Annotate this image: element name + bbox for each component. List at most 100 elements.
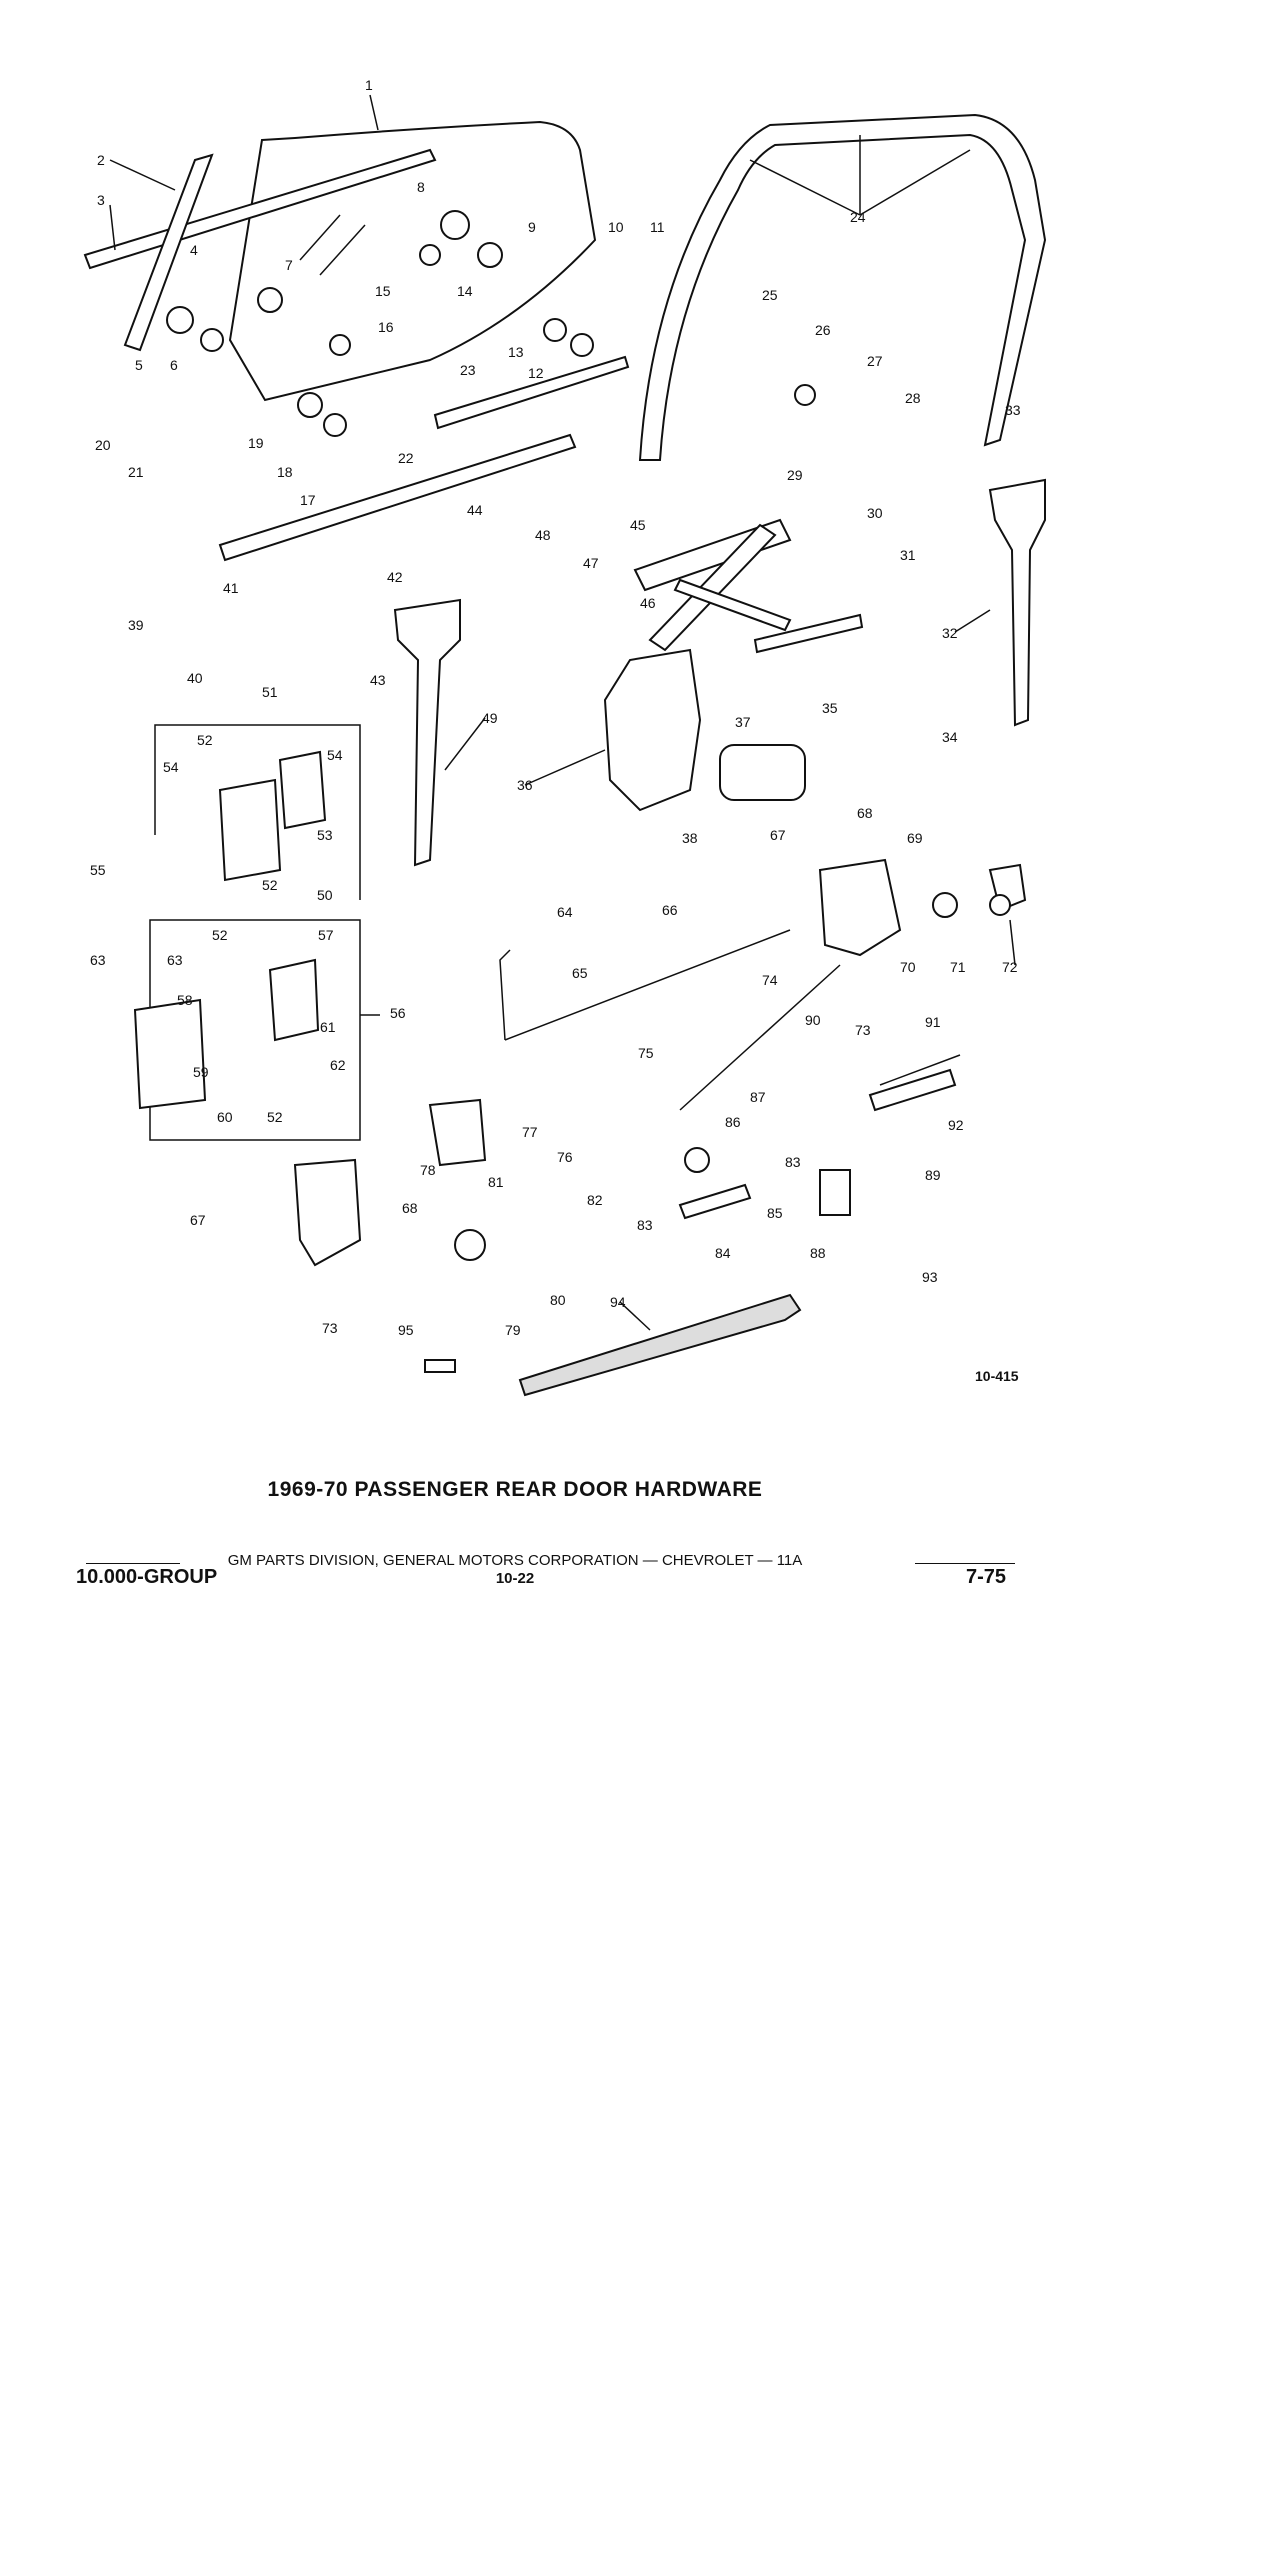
callout-6: 6 bbox=[170, 357, 178, 373]
callout-15: 15 bbox=[375, 283, 391, 299]
washer bbox=[200, 328, 224, 352]
callout-21: 21 bbox=[128, 464, 144, 480]
footer-publisher: GM PARTS DIVISION, GENERAL MOTORS CORPOR… bbox=[227, 1552, 803, 1569]
callout-38: 38 bbox=[682, 830, 698, 846]
lower-sash bbox=[218, 433, 577, 562]
callout-26: 26 bbox=[815, 322, 831, 338]
guide-channel bbox=[753, 613, 864, 654]
door-lock-upper bbox=[818, 858, 902, 957]
callout-43: 43 bbox=[370, 672, 386, 688]
door-frame bbox=[638, 113, 1047, 461]
regulator-arm-2 bbox=[648, 523, 777, 652]
upper-hinge-strap bbox=[278, 750, 327, 830]
spring bbox=[879, 1054, 961, 1086]
callout-95: 95 bbox=[398, 1322, 414, 1338]
callout-30: 30 bbox=[867, 505, 883, 521]
window-regulator bbox=[603, 648, 702, 812]
callout-34: 34 bbox=[942, 729, 958, 745]
callout-57: 57 bbox=[318, 927, 334, 943]
callout-17: 17 bbox=[300, 492, 316, 508]
callout-19: 19 bbox=[248, 435, 264, 451]
callout-10: 10 bbox=[608, 219, 624, 235]
callout-75: 75 bbox=[638, 1045, 654, 1061]
clip bbox=[424, 1359, 456, 1373]
callout-54: 54 bbox=[163, 759, 179, 775]
roller bbox=[323, 413, 347, 437]
callout-31: 31 bbox=[900, 547, 916, 563]
callout-66: 66 bbox=[662, 902, 678, 918]
callout-72: 72 bbox=[1002, 959, 1018, 975]
callout-69: 69 bbox=[907, 830, 923, 846]
footer-rule-right bbox=[915, 1563, 1015, 1564]
inside-lock-rod bbox=[679, 964, 841, 1111]
callout-1: 1 bbox=[365, 77, 373, 93]
callout-87: 87 bbox=[750, 1089, 766, 1105]
figure-number: 10-415 bbox=[975, 1368, 1019, 1384]
callout-7: 7 bbox=[285, 257, 293, 273]
callout-56: 56 bbox=[390, 1005, 406, 1021]
callout-89: 89 bbox=[925, 1167, 941, 1183]
washer bbox=[794, 384, 816, 406]
callout-4: 4 bbox=[190, 242, 198, 258]
callout-78: 78 bbox=[420, 1162, 436, 1178]
callout-91: 91 bbox=[925, 1014, 941, 1030]
callout-9: 9 bbox=[528, 219, 536, 235]
callout-37: 37 bbox=[735, 714, 751, 730]
callout-68: 68 bbox=[857, 805, 873, 821]
callout-8: 8 bbox=[417, 179, 425, 195]
callout-52d: 52 bbox=[267, 1109, 283, 1125]
callout-63: 63 bbox=[90, 952, 106, 968]
parts-diagram: 1 2 3 4 5 6 7 8 9 10 11 12 13 14 15 16 1… bbox=[83, 77, 1047, 1397]
footer-page: 10-22 bbox=[495, 1570, 535, 1587]
callout-2: 2 bbox=[97, 152, 105, 168]
callout-82: 82 bbox=[587, 1192, 603, 1208]
washer bbox=[989, 894, 1011, 916]
callout-79: 79 bbox=[505, 1322, 521, 1338]
inside-handle bbox=[678, 1183, 752, 1220]
callout-46: 46 bbox=[640, 595, 656, 611]
callout-70: 70 bbox=[900, 959, 916, 975]
callout-36: 36 bbox=[517, 777, 533, 793]
callout-73: 73 bbox=[855, 1022, 871, 1038]
callout-84: 84 bbox=[715, 1245, 731, 1261]
callout-53: 53 bbox=[317, 827, 333, 843]
callout-81: 81 bbox=[488, 1174, 504, 1190]
callout-27: 27 bbox=[867, 353, 883, 369]
callout-39: 39 bbox=[128, 617, 144, 633]
lower-hinge-strap bbox=[268, 958, 320, 1042]
callout-18: 18 bbox=[277, 464, 293, 480]
callout-5: 5 bbox=[135, 357, 143, 373]
callout-44: 44 bbox=[467, 502, 483, 518]
callout-94: 94 bbox=[610, 1294, 626, 1310]
pin bbox=[868, 1068, 957, 1112]
callout-41: 41 bbox=[223, 580, 239, 596]
lower-hinge bbox=[133, 998, 207, 1110]
callout-54b: 54 bbox=[327, 747, 343, 763]
callout-67: 67 bbox=[770, 827, 786, 843]
callout-14: 14 bbox=[457, 283, 473, 299]
callout-47: 47 bbox=[583, 555, 599, 571]
callout-92: 92 bbox=[948, 1117, 964, 1133]
callout-85: 85 bbox=[767, 1205, 783, 1221]
water-shield bbox=[518, 1293, 802, 1397]
roller bbox=[166, 306, 194, 334]
callout-12: 12 bbox=[528, 365, 544, 381]
leader-lines bbox=[109, 94, 1016, 1331]
callout-64: 64 bbox=[557, 904, 573, 920]
callout-24: 24 bbox=[850, 209, 866, 225]
callout-76: 76 bbox=[557, 1149, 573, 1165]
footer-rule-left bbox=[86, 1563, 180, 1564]
callout-23: 23 bbox=[460, 362, 476, 378]
upper-hinge bbox=[218, 778, 282, 882]
callout-63b: 63 bbox=[167, 952, 183, 968]
callout-67b: 67 bbox=[190, 1212, 206, 1228]
callout-77: 77 bbox=[522, 1124, 538, 1140]
callout-13: 13 bbox=[508, 344, 524, 360]
callout-68b: 68 bbox=[402, 1200, 418, 1216]
callout-20: 20 bbox=[95, 437, 111, 453]
door-lock-lower bbox=[293, 1158, 362, 1267]
lock-rod bbox=[504, 929, 791, 1041]
callout-labels: 1 2 3 4 5 6 7 8 9 10 11 12 13 14 15 16 1… bbox=[90, 77, 1021, 1338]
callout-49: 49 bbox=[482, 710, 498, 726]
escutcheon bbox=[819, 1169, 851, 1216]
